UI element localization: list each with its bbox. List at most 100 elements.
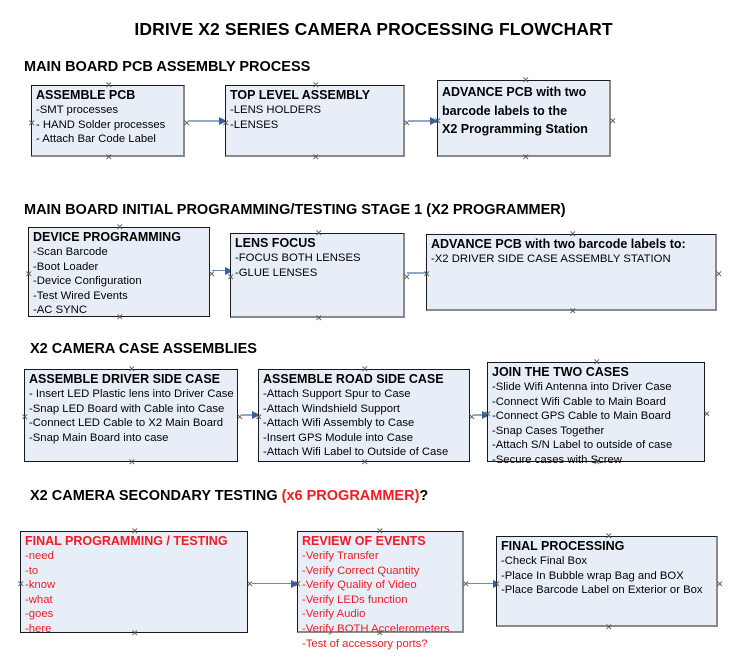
flow-box-line: -Scan Barcode: [33, 246, 108, 258]
flow-box-line: -Snap Cases Together: [492, 424, 605, 437]
flow-box-line: -Verify BOTH Accelerometers: [302, 622, 450, 635]
flow-box-content: FINAL PROCESSING -Check Final Box -Place…: [501, 539, 714, 598]
flow-box-review-of-events[interactable]: REVIEW OF EVENTS -Verify Transfer -Verif…: [297, 531, 464, 650]
connector-handle-bottom[interactable]: [105, 154, 112, 161]
section-heading-main-board-pcb-assembly: MAIN BOARD PCB ASSEMBLY PROCESS: [24, 59, 310, 75]
flow-box-line: -Attach S/N Label to outside of case: [492, 439, 673, 452]
connector-handle-left[interactable]: [28, 120, 35, 127]
flow-box-content: DEVICE PROGRAMMING -Scan Barcode -Boot L…: [33, 230, 207, 318]
flow-box-content: LENS FOCUS -FOCUS BOTH LENSES -GLUE LENS…: [235, 236, 401, 280]
connector-handle-right[interactable]: [716, 581, 723, 588]
flow-box-line: -Snap Main Board into case: [29, 431, 169, 444]
flow-box-title: REVIEW OF EVENTS: [302, 534, 426, 548]
flow-box-line: -Verify Quality of Video: [302, 579, 417, 592]
flow-box-title: FINAL PROCESSING: [501, 539, 625, 553]
flow-box-line: -Connect Wifi Cable to Main Board: [492, 395, 666, 408]
flow-box-title: TOP LEVEL ASSEMBLY: [230, 88, 371, 102]
flow-box-join-the-two-cases[interactable]: JOIN THE TWO CASES -Slide Wifi Antenna i…: [487, 362, 705, 466]
connector-handle-left[interactable]: [227, 274, 234, 281]
flow-box-content: REVIEW OF EVENTS -Verify Transfer -Verif…: [302, 534, 460, 651]
flow-box-line: - Insert LED Plastic lens into Driver Ca…: [29, 388, 234, 400]
connector-handle-bottom[interactable]: [361, 459, 368, 466]
flow-box-line: -Connect LED Cable to X2 Main Board: [29, 417, 224, 430]
flow-box-line: -Check Final Box: [501, 555, 588, 567]
flow-box-final-processing[interactable]: FINAL PROCESSING -Check Final Box -Place…: [496, 536, 718, 627]
section-heading-suffix: ?: [419, 488, 429, 504]
connector-handle-bottom[interactable]: [312, 154, 319, 161]
arrow-assemble-pcb-to-top-level-assembly: [188, 117, 227, 125]
flow-box-title: ADVANCE PCB with two barcode labels to:: [431, 237, 686, 251]
flow-box-advance-pcb-driver-side-case[interactable]: ADVANCE PCB with two barcode labels to: …: [426, 234, 717, 311]
flow-box-line: -Verify Audio: [302, 608, 366, 621]
flow-box-content: ASSEMBLE PCB -SMT processes - HAND Solde…: [36, 88, 181, 147]
flow-box-lens-focus[interactable]: LENS FOCUS -FOCUS BOTH LENSES -GLUE LENS…: [230, 233, 405, 318]
flow-box-line: -LENSES: [230, 118, 279, 131]
flow-box-line: -Snap LED Board with Cable into Case: [29, 402, 225, 415]
arrow-top-level-assembly-to-advance-pcb: [408, 117, 438, 125]
flow-box-line: -Insert GPS Module into Case: [263, 431, 414, 444]
flow-box-line: -Boot Loader: [33, 260, 99, 273]
connector-handle-bottom[interactable]: [569, 308, 576, 315]
flow-box-title: ASSEMBLE ROAD SIDE CASE: [263, 372, 444, 386]
flow-box-assemble-pcb[interactable]: ASSEMBLE PCB -SMT processes - HAND Solde…: [31, 85, 185, 157]
flow-box-line: -Slide Wifi Antenna into Driver Case: [492, 381, 672, 393]
connector-handle-bottom[interactable]: [605, 624, 612, 631]
arrow-review-of-events-to-final-processing: [466, 579, 501, 588]
connector-handle-left[interactable]: [25, 271, 32, 278]
flow-box-line: -SMT processes: [36, 104, 119, 116]
flow-box-line: -Place In Bubble wrap Bag and BOX: [501, 569, 684, 582]
flow-box-line: -goes: [25, 608, 54, 621]
flow-box-line-overflow: -Test of accessory ports?: [302, 637, 428, 650]
flow-box-line: -Test Wired Events: [33, 289, 128, 302]
connector-handle-right[interactable]: [403, 274, 410, 281]
section-heading-text: X2 CAMERA SECONDARY TESTING: [30, 488, 282, 504]
flow-box-line: -Verify LEDs function: [302, 593, 408, 606]
flow-box-title: ADVANCE PCB with two: [442, 85, 587, 99]
flow-box-content: ASSEMBLE ROAD SIDE CASE -Attach Support …: [263, 372, 467, 460]
section-heading-text: MAIN BOARD PCB ASSEMBLY PROCESS: [24, 59, 311, 75]
flow-box-assemble-driver-side-case[interactable]: ASSEMBLE DRIVER SIDE CASE - Insert LED P…: [24, 369, 238, 462]
flow-box-line: X2 Programming Station: [442, 122, 588, 136]
flow-box-content: FINAL PROGRAMMING / TESTING -need -to -k…: [25, 534, 245, 637]
flow-box-assemble-road-side-case[interactable]: ASSEMBLE ROAD SIDE CASE -Attach Support …: [258, 369, 470, 462]
connector-handle-right[interactable]: [715, 271, 722, 278]
flow-box-line: -FOCUS BOTH LENSES: [235, 252, 361, 264]
flow-box-line: -Connect GPS Cable to Main Board: [492, 410, 671, 423]
flow-box-line: -Attach Windshield Support: [263, 402, 400, 415]
section-heading-main-board-initial-programming: MAIN BOARD INITIAL PROGRAMMING/TESTING S…: [24, 202, 566, 218]
flow-box-line: -Attach Wifi Assembly to Case: [263, 417, 415, 430]
flow-box-line: -Attach Wifi Label to Outside of Case: [263, 446, 449, 459]
flow-box-line: - HAND Solder processes: [36, 118, 166, 131]
flow-box-line: - Attach Bar Code Label: [36, 133, 156, 146]
flow-box-line: -Attach Support Spur to Case: [263, 388, 411, 400]
section-heading-text: MAIN BOARD INITIAL PROGRAMMING/TESTING S…: [24, 202, 566, 218]
flow-box-line: -here: [25, 622, 52, 635]
flow-box-line: -Secure cases with Screw: [492, 453, 622, 466]
flow-box-content: TOP LEVEL ASSEMBLY -LENS HOLDERS -LENSES: [230, 88, 401, 132]
flow-box-line: -to: [25, 564, 39, 577]
flow-box-line: -X2 DRIVER SIDE CASE ASSEMBLY STATION: [431, 253, 671, 265]
connector-handle-left[interactable]: [17, 581, 24, 588]
flow-box-line: -know: [25, 579, 56, 592]
flow-box-top-level-assembly[interactable]: TOP LEVEL ASSEMBLY -LENS HOLDERS -LENSES: [225, 85, 405, 157]
section-heading-x2-camera-case-assemblies: X2 CAMERA CASE ASSEMBLIES: [30, 341, 257, 357]
connector-handle-right[interactable]: [609, 118, 616, 125]
section-heading-text: X2 CAMERA CASE ASSEMBLIES: [30, 341, 257, 357]
flow-box-device-programming[interactable]: DEVICE PROGRAMMING -Scan Barcode -Boot L…: [28, 227, 210, 317]
connector-handle-right[interactable]: [703, 411, 710, 418]
flow-box-advance-pcb-programming-station[interactable]: ADVANCE PCB with two barcode labels to t…: [437, 80, 611, 157]
flow-box-line: barcode labels to the: [442, 103, 568, 118]
flow-box-line: -GLUE LENSES: [235, 266, 318, 279]
arrow-device-programming-to-lens-focus: [212, 266, 233, 275]
connector-handle-bottom[interactable]: [315, 315, 322, 322]
flow-box-line: -LENS HOLDERS: [230, 104, 322, 116]
flow-box-line: -Device Configuration: [33, 275, 142, 288]
connector-handle-right[interactable]: [208, 271, 215, 278]
connector-handle-left[interactable]: [21, 414, 28, 421]
flow-box-title: JOIN THE TWO CASES: [492, 365, 629, 379]
page-title: IDRIVE X2 SERIES CAMERA PROCESSING FLOWC…: [134, 19, 613, 39]
flow-box-title: LENS FOCUS: [235, 236, 316, 250]
connector-handle-bottom[interactable]: [128, 459, 135, 466]
flow-box-final-programming-testing[interactable]: FINAL PROGRAMMING / TESTING -need -to -k…: [17, 531, 248, 635]
connector-handle-bottom[interactable]: [522, 154, 529, 161]
